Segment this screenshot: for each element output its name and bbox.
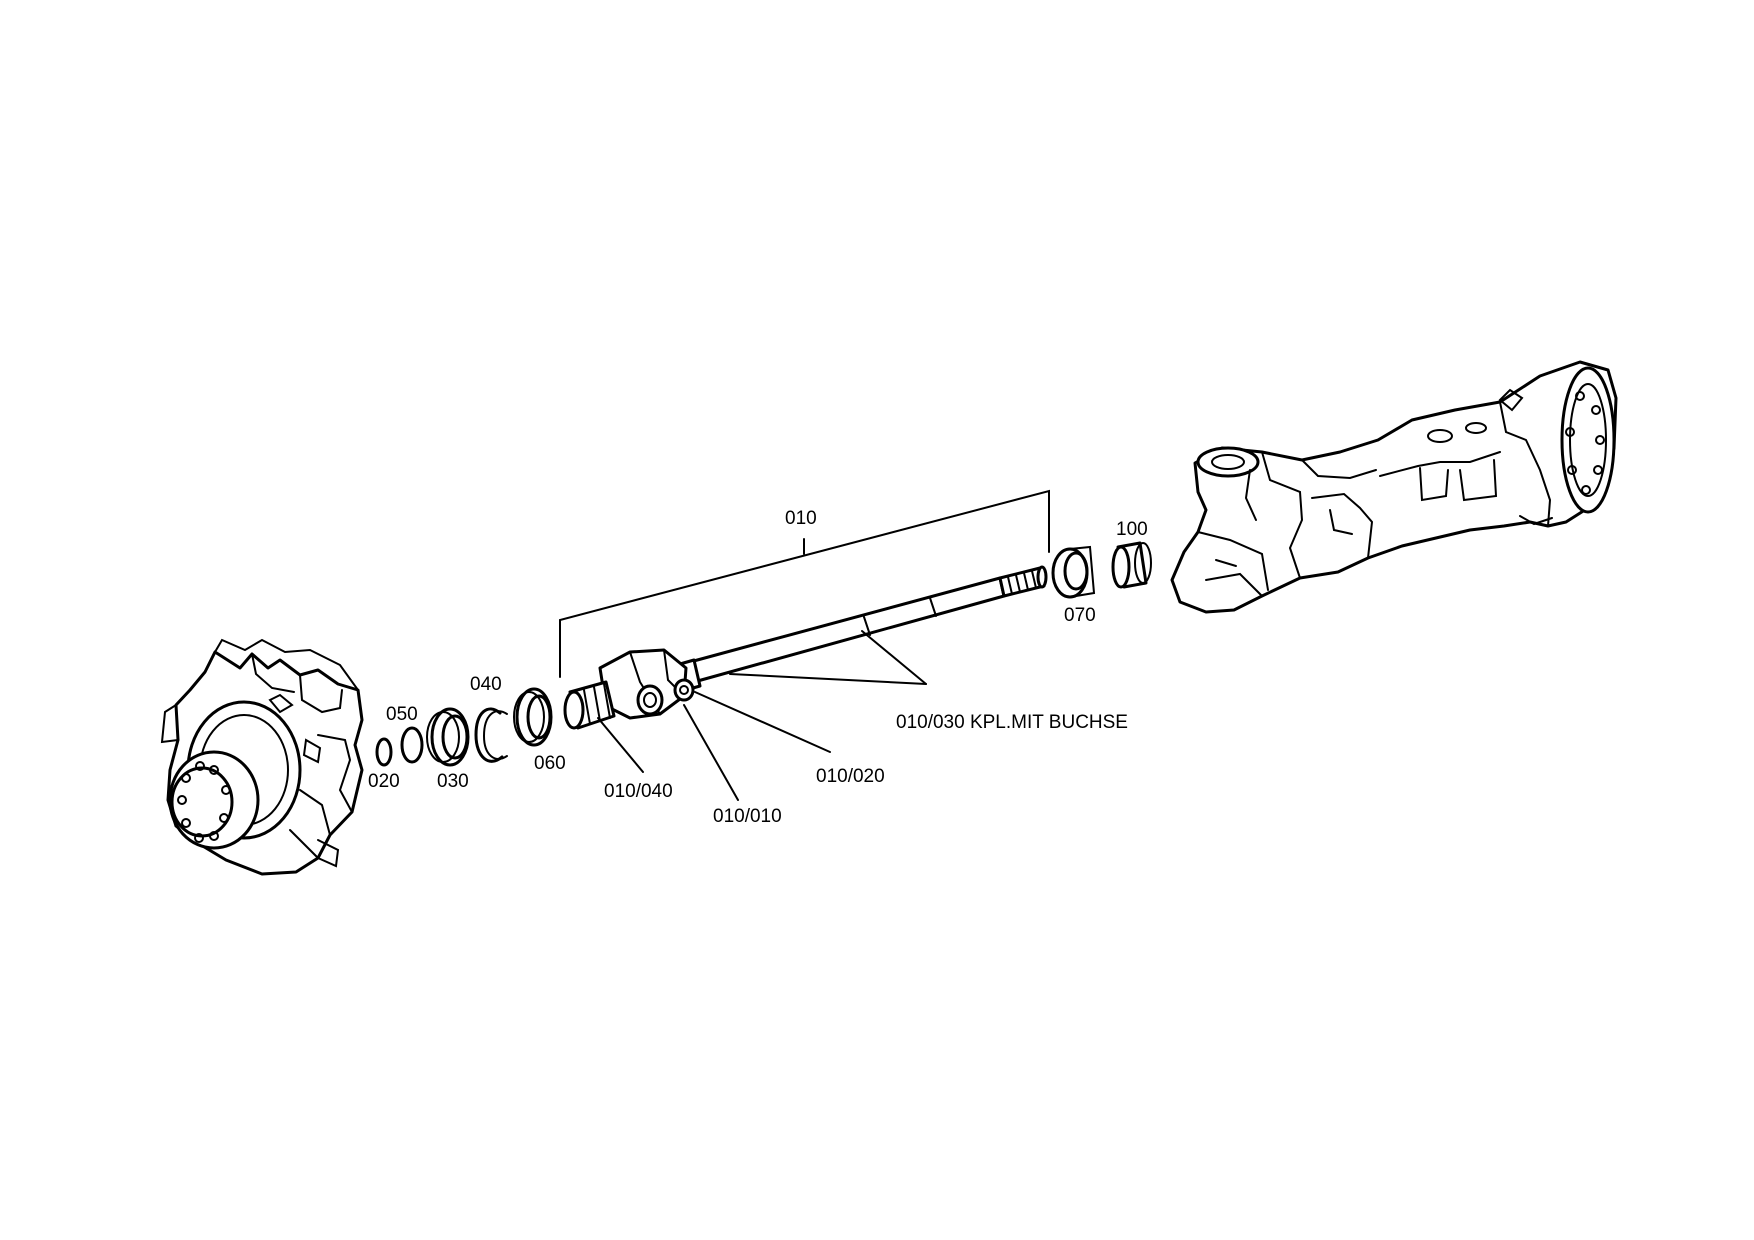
label-020: 020 bbox=[368, 771, 400, 792]
label-050: 050 bbox=[386, 704, 418, 725]
label-010-010: 010/010 bbox=[713, 806, 782, 827]
label-100: 100 bbox=[1116, 519, 1148, 540]
bracket-010 bbox=[559, 489, 1050, 678]
label-010: 010 bbox=[785, 508, 817, 529]
seal-070 bbox=[1051, 545, 1096, 599]
axle-shaft-010 bbox=[563, 565, 1048, 730]
leader-lines bbox=[597, 630, 927, 801]
leader-010-030-a bbox=[729, 673, 927, 685]
label-040: 040 bbox=[470, 674, 502, 695]
label-010-030: 010/030 KPL.MIT BUCHSE bbox=[896, 712, 1128, 733]
wheel-hub-housing bbox=[160, 638, 364, 876]
label-070: 070 bbox=[1064, 605, 1096, 626]
axle-housing bbox=[1170, 360, 1618, 614]
label-010-040: 010/040 bbox=[604, 781, 673, 802]
leader-010-040 bbox=[597, 717, 644, 773]
seal-030 bbox=[426, 707, 470, 767]
leader-010-030-b bbox=[861, 630, 927, 685]
ring-050 bbox=[400, 726, 424, 764]
bushing-100 bbox=[1111, 541, 1152, 589]
leader-010-020 bbox=[694, 691, 831, 753]
leader-010-010 bbox=[683, 704, 739, 801]
seal-060 bbox=[513, 687, 553, 747]
label-060: 060 bbox=[534, 753, 566, 774]
circlip-040 bbox=[474, 707, 508, 763]
ring-020 bbox=[375, 737, 393, 767]
label-030: 030 bbox=[437, 771, 469, 792]
part-labels: 010 100 070 040 050 020 030 060 010/040 … bbox=[368, 508, 1148, 827]
label-010-020: 010/020 bbox=[816, 766, 885, 787]
